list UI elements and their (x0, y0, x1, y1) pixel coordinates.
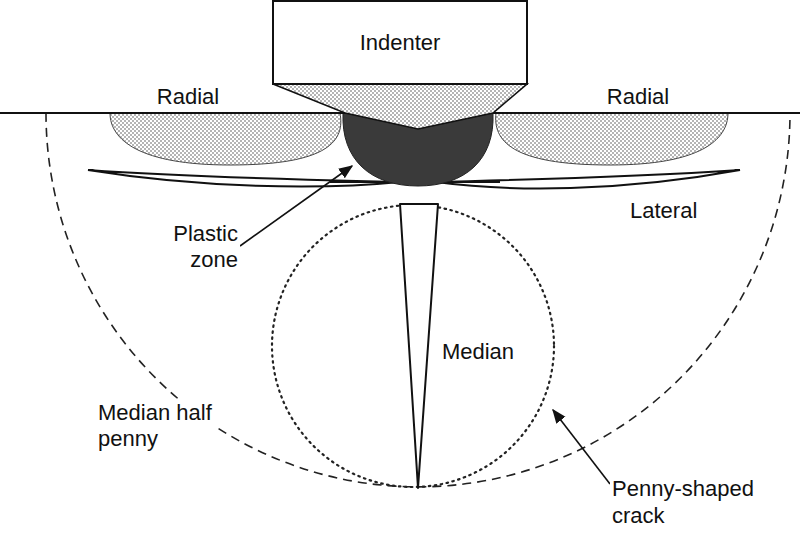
radial-zone (496, 113, 728, 165)
lateral-crack (88, 170, 400, 186)
part-label: Median (440, 339, 516, 365)
node-label: Indenter (360, 30, 441, 55)
part-label: Lateral (628, 198, 699, 224)
indenter-body: Indenter (272, 0, 528, 85)
median-crack (400, 204, 438, 488)
radial-zone (110, 113, 341, 165)
part-label: Median half penny (96, 400, 218, 453)
penny-shaped-crack-outline (272, 205, 554, 487)
part-label: Plastic zone (144, 221, 240, 274)
part-label: Penny-shaped crack (610, 476, 770, 529)
part-label: Radial (605, 84, 671, 110)
indenter-tip (273, 84, 527, 129)
leader-arrow (240, 166, 352, 246)
part-label: Radial (155, 84, 221, 110)
lateral-crack (436, 170, 740, 188)
leader-arrow (553, 410, 610, 484)
